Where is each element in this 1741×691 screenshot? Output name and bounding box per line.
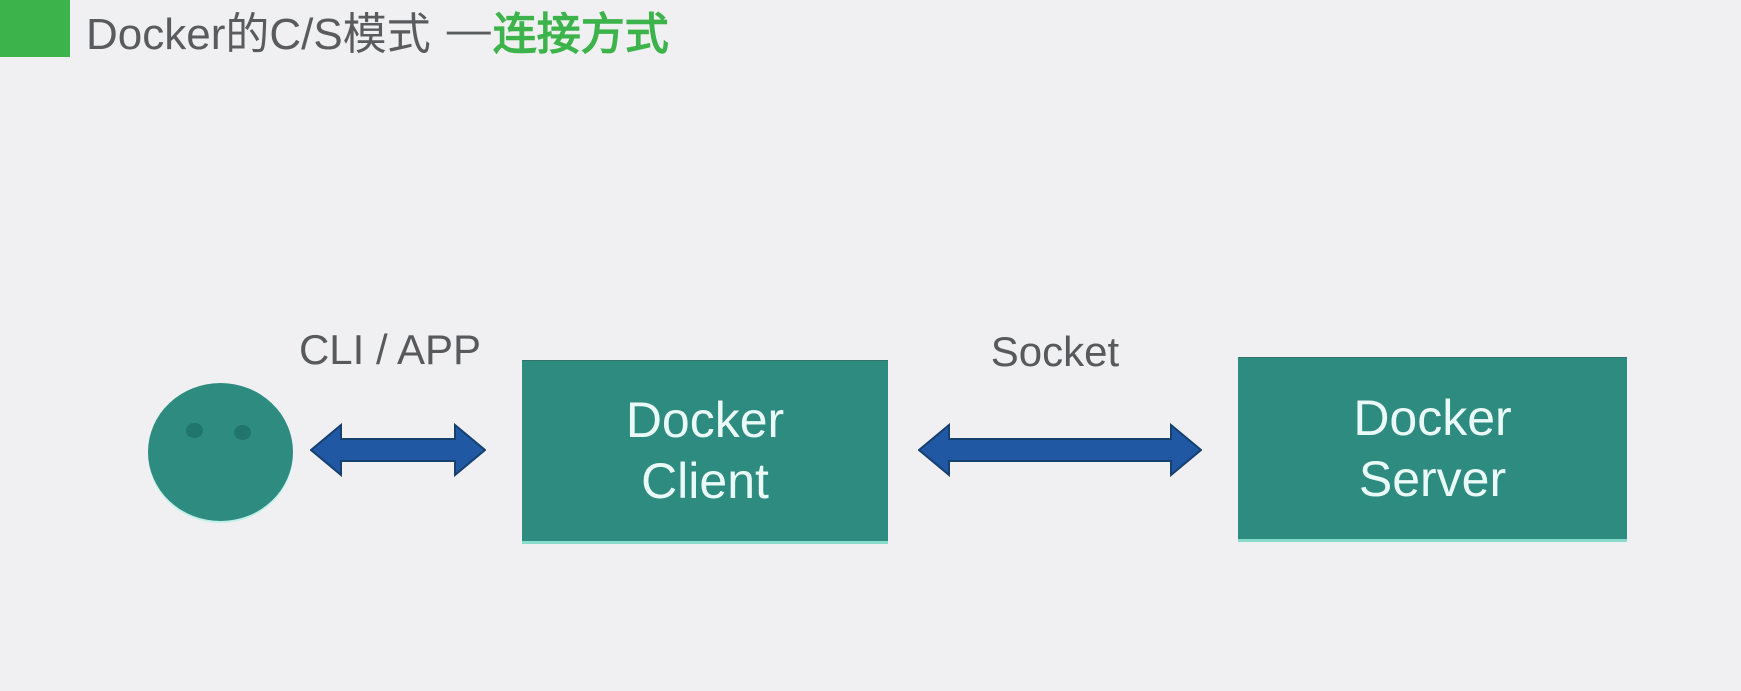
docker-client-label-line1: Docker <box>625 392 785 448</box>
double-arrow-icon-client-server <box>918 422 1202 478</box>
title-main-text: Docker的C/S模式 <box>86 10 431 59</box>
docker-server-label: Docker Server <box>1353 388 1511 510</box>
user-right-eye-dot <box>234 425 251 440</box>
connection-label-socket: Socket <box>990 328 1120 375</box>
double-arrow-icon-user-client <box>310 422 486 478</box>
docker-server-box: Docker Server <box>1238 357 1627 542</box>
page-title: Docker的C/S模式 — 连接方式 <box>86 0 669 60</box>
title-dash: — <box>446 5 491 54</box>
title-accent-square <box>0 0 70 57</box>
docker-client-box: Docker Client <box>522 360 888 544</box>
docker-server-label-line2: Server <box>1358 450 1507 507</box>
docker-client-label: Docker Client <box>626 390 784 512</box>
connection-label-cli-app: CLI / APP <box>298 326 482 373</box>
docker-server-label-line1: Docker <box>1353 389 1512 446</box>
docker-client-label-line2: Client <box>641 453 769 509</box>
user-left-eye-dot <box>186 423 203 438</box>
title-highlight-text: 连接方式 <box>492 10 669 59</box>
user-icon <box>148 383 293 521</box>
